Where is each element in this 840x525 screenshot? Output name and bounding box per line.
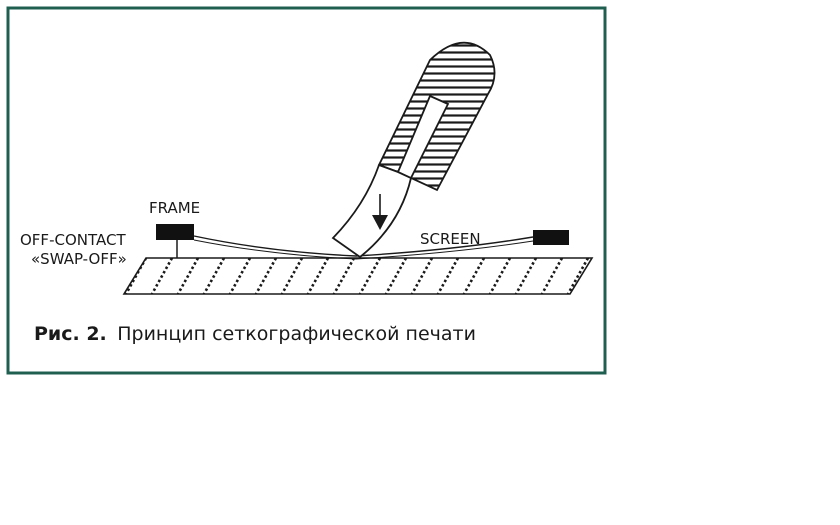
substrate-stripe	[306, 258, 330, 294]
frame-block-right	[533, 230, 569, 245]
substrate-stripe	[150, 258, 174, 294]
frame-block-left	[156, 224, 194, 240]
substrate-stripe	[124, 258, 148, 294]
substrate-stripe	[462, 258, 486, 294]
substrate-stripe	[566, 258, 590, 294]
caption-prefix: Рис. 2.	[34, 323, 107, 345]
substrate-stripe	[514, 258, 538, 294]
substrate-stripe	[332, 258, 356, 294]
substrate-stripe	[176, 258, 200, 294]
screen-mesh-lower	[193, 239, 534, 260]
substrate-stripe	[202, 258, 226, 294]
substrate-stripe	[384, 258, 408, 294]
substrate-stripe	[228, 258, 252, 294]
label-swap-off: «SWAP-OFF»	[31, 250, 127, 268]
caption-text: Принцип сеткографической печати	[117, 323, 476, 345]
substrate-stripe	[358, 258, 382, 294]
label-off-contact: OFF-CONTACT	[20, 231, 126, 249]
substrate-stripe	[436, 258, 460, 294]
substrate-stripe	[280, 258, 304, 294]
substrate-stripe	[540, 258, 564, 294]
figure-border	[6, 6, 607, 375]
screen-mesh	[193, 235, 534, 257]
label-screen: SCREEN	[420, 230, 481, 248]
substrate-stripe	[620, 258, 640, 294]
squeegee	[331, 41, 496, 259]
substrate-stripe	[488, 258, 512, 294]
substrate-stripe	[254, 258, 278, 294]
substrate-base	[122, 257, 640, 295]
substrate-stripe	[410, 258, 434, 294]
label-frame: FRAME	[149, 199, 200, 217]
figure-caption: Рис. 2. Принцип сеткографической печати	[34, 323, 476, 345]
